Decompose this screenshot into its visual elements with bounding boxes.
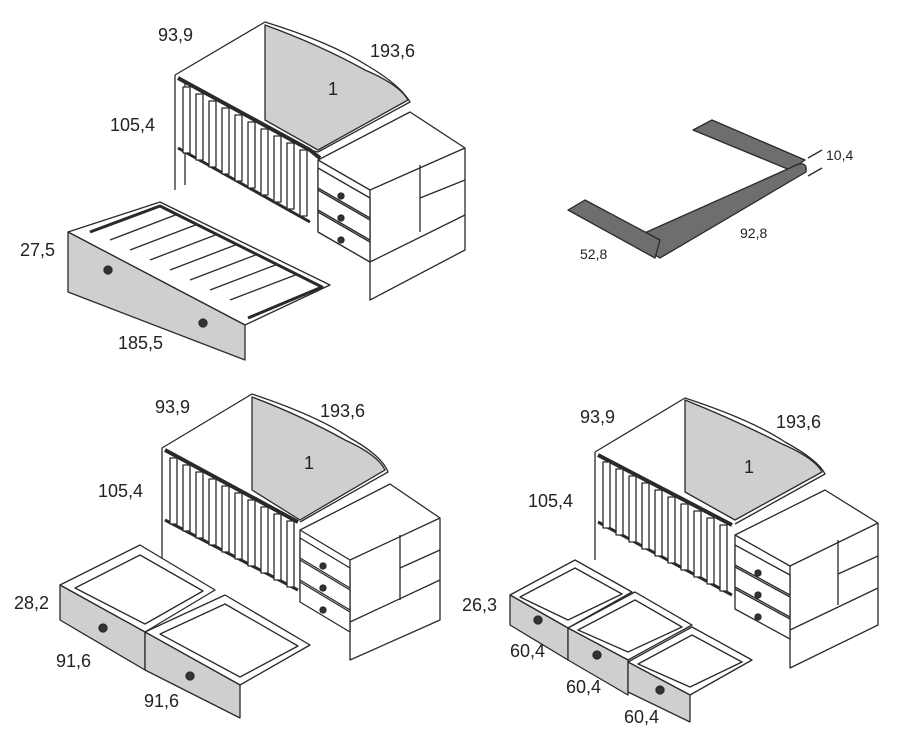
- guard-rail-short: [567, 199, 661, 259]
- cot-three-drawers-depth-label: 93,9: [580, 407, 616, 427]
- guard-rail-drawing: [567, 119, 823, 259]
- guard-rail-long-label: 92,8: [740, 225, 768, 241]
- cot-two-drawers-depth-label: 93,9: [155, 397, 191, 417]
- cot-trundle-depth-label: 93,9: [158, 25, 194, 45]
- trundle-bed: [67, 201, 331, 361]
- cot-top-rail: [174, 21, 411, 153]
- guard-rail-height-label: 10,4: [826, 147, 854, 163]
- cot-trundle-panel-number: 1: [328, 79, 339, 99]
- cot-three-drawers-length-label: 193,6: [776, 412, 822, 432]
- cot-three-drawers-height-label: 105,4: [528, 491, 574, 511]
- guard-rail-back: [692, 119, 806, 171]
- three-drawers-drawer-1-length: 60,4: [510, 641, 546, 661]
- trundle-length-label: 185,5: [118, 333, 164, 353]
- two-drawers-height-label: 28,2: [14, 593, 50, 613]
- cot-trundle-length-label: 193,6: [370, 41, 416, 61]
- cot-trundle-drawing: [67, 21, 466, 361]
- two-drawers-drawer-2-length: 91,6: [144, 691, 180, 711]
- cot-three-drawers-panel-number: 1: [744, 457, 755, 477]
- cot-two-drawers-height-label: 105,4: [98, 481, 144, 501]
- cabinet-drawers: [317, 167, 371, 263]
- guard-rail-long: [639, 163, 807, 259]
- two-drawers-drawer-1-length: 91,6: [56, 651, 92, 671]
- cot-trundle-height-label: 105,4: [110, 115, 156, 135]
- cot-bars: [182, 86, 308, 217]
- three-drawers-drawer-3-length: 60,4: [624, 707, 660, 727]
- three-drawers-drawer-2-length: 60,4: [566, 677, 602, 697]
- cot-two-drawers-length-label: 193,6: [320, 401, 366, 421]
- cot-two-drawers-panel-number: 1: [304, 453, 315, 473]
- cot-three-drawers-drawing: [509, 397, 879, 723]
- guard-rail-short-label: 52,8: [580, 246, 608, 262]
- three-drawers-height-label: 26,3: [462, 595, 498, 615]
- trundle-height-label: 27,5: [20, 240, 56, 260]
- cot-two-drawers-drawing: [59, 393, 441, 719]
